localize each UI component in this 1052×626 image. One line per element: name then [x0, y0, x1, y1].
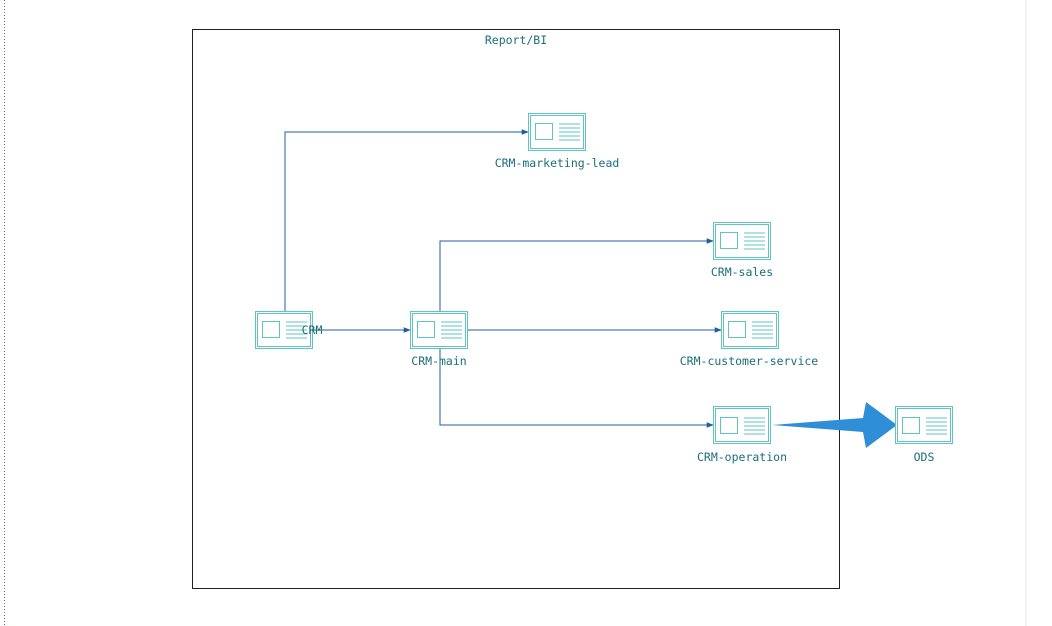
node-crm-sales-label: CRM-sales [711, 265, 773, 279]
node-crm-operation-icon [713, 406, 771, 444]
node-ods[interactable]: ODS [895, 406, 953, 465]
group-report-bi[interactable] [192, 29, 840, 589]
node-crm-main[interactable]: CRM-main [410, 311, 468, 369]
node-crm-operation-label: CRM-operation [697, 450, 787, 464]
node-crm-icon [255, 311, 313, 349]
edge-operation-to-ods[interactable] [772, 402, 897, 448]
node-crm-main-icon [410, 311, 468, 349]
edge-main-to-operation[interactable] [439, 348, 714, 428]
group-label: Report/BI [485, 33, 547, 47]
node-crm-sales-icon [713, 222, 771, 260]
node-ods-label: ODS [914, 450, 935, 464]
node-crm[interactable]: CRM [255, 311, 323, 349]
edge-crm-to-marketing-lead[interactable] [284, 129, 529, 312]
node-crm-operation[interactable]: CRM-operation [697, 406, 787, 465]
node-crm-marketing-lead-label: CRM-marketing-lead [495, 156, 620, 170]
node-crm-sales[interactable]: CRM-sales [711, 222, 773, 280]
node-crm-marketing-lead-icon [528, 113, 586, 151]
node-crm-main-label: CRM-main [411, 354, 466, 368]
node-crm-customer-service[interactable]: CRM-customer-service [680, 311, 819, 369]
edge-main-to-sales[interactable] [439, 238, 714, 312]
node-crm-customer-service-icon [721, 311, 779, 349]
node-crm-customer-service-label: CRM-customer-service [680, 354, 819, 368]
node-crm-label: CRM [302, 323, 323, 337]
node-crm-marketing-lead[interactable]: CRM-marketing-lead [495, 113, 620, 171]
node-ods-icon [895, 406, 953, 444]
